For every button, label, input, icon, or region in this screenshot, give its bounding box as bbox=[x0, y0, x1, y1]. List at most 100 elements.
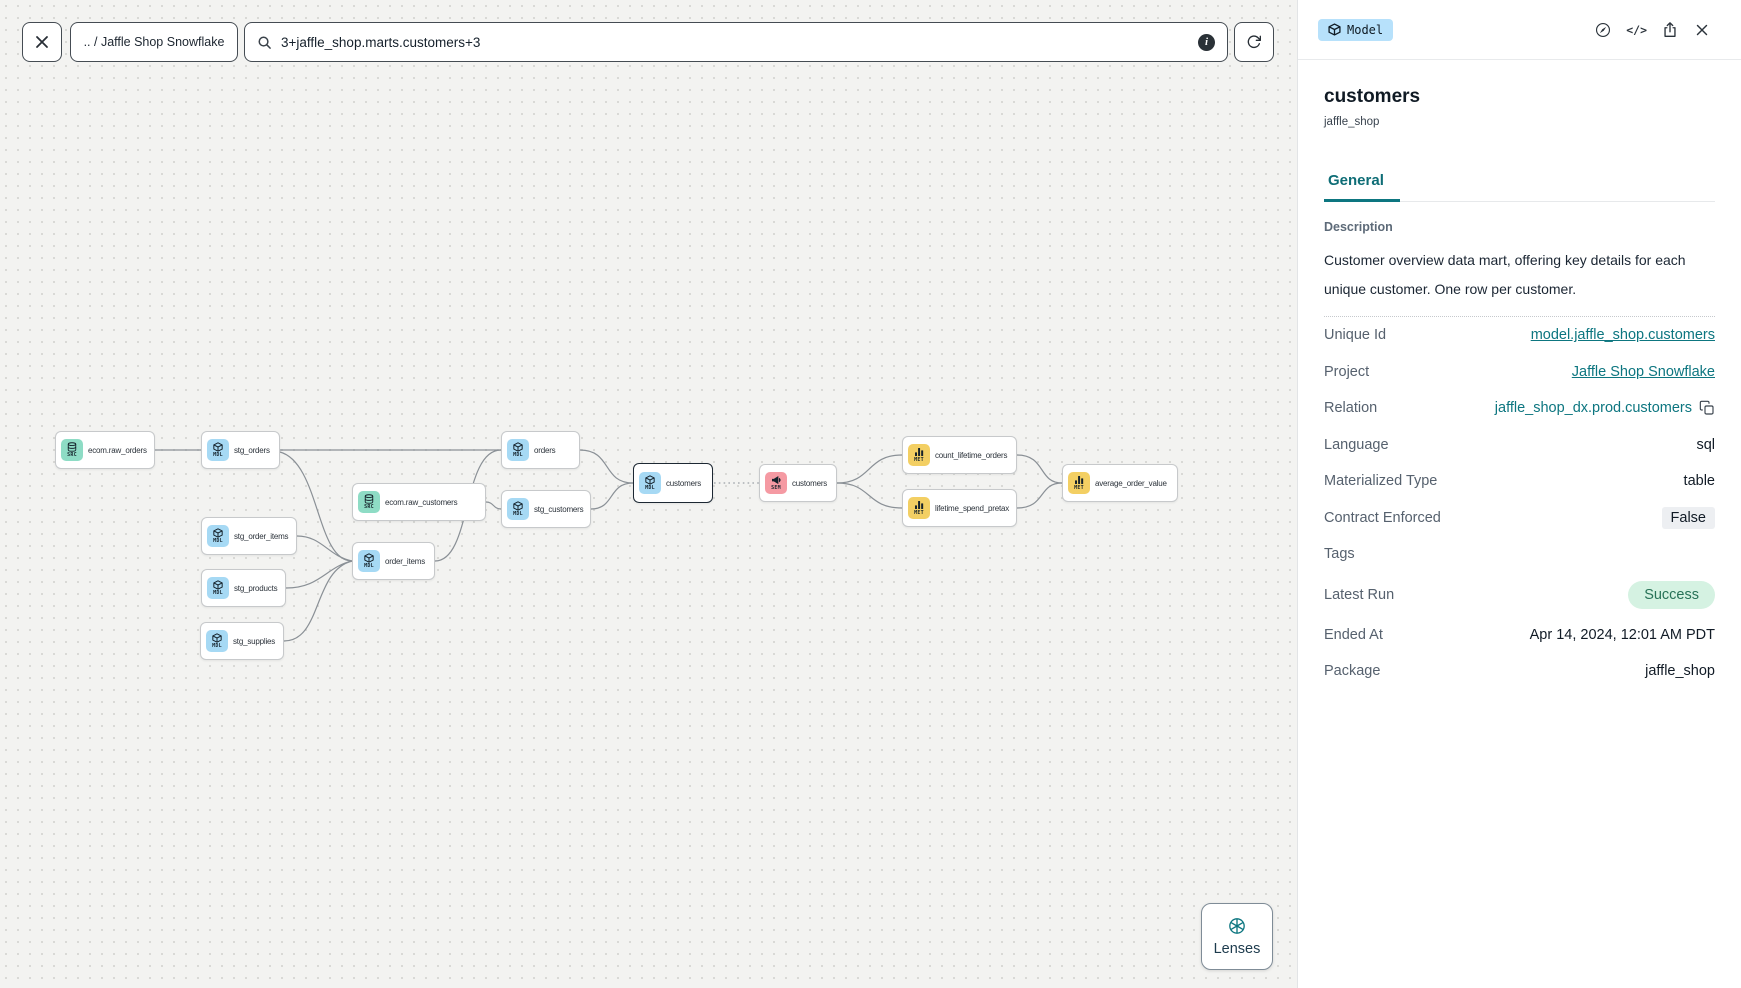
model-cube-icon: MDL bbox=[507, 439, 529, 461]
node-label: stg_order_items bbox=[234, 531, 289, 541]
refresh-button[interactable] bbox=[1234, 22, 1274, 62]
package-value: jaffle_shop bbox=[1645, 663, 1715, 680]
graph-node-customers-semantic[interactable]: SEM customers bbox=[759, 464, 837, 502]
ended-at-value: Apr 14, 2024, 12:01 AM PDT bbox=[1529, 626, 1715, 643]
graph-node-stg-products[interactable]: MDL stg_products bbox=[201, 569, 286, 607]
cube-icon bbox=[1328, 23, 1341, 36]
node-label: ecom.raw_customers bbox=[385, 497, 458, 507]
metric-bar-chart-icon: MET bbox=[908, 444, 930, 466]
metric-bar-chart-icon: MET bbox=[908, 497, 930, 519]
contract-enforced-badge: False bbox=[1661, 506, 1715, 529]
field-row-latest-run: Latest Run Success bbox=[1324, 573, 1715, 617]
language-value: sql bbox=[1696, 436, 1715, 453]
lineage-canvas[interactable]: SRC ecom.raw_orders MDL stg_orders SRC e… bbox=[0, 0, 1297, 988]
lineage-edges bbox=[155, 449, 1063, 642]
node-label: order_items bbox=[385, 556, 426, 566]
model-cube-icon: MDL bbox=[507, 498, 529, 520]
field-row-contract-enforced: Contract Enforced False bbox=[1324, 500, 1715, 537]
edge bbox=[283, 560, 353, 642]
lenses-aperture-icon bbox=[1229, 918, 1245, 934]
description-label: Description bbox=[1324, 220, 1393, 234]
field-row-package: Package jaffle_shop bbox=[1324, 663, 1715, 680]
project-link[interactable]: Jaffle Shop Snowflake bbox=[1571, 363, 1715, 380]
graph-node-stg-supplies[interactable]: MDL stg_supplies bbox=[200, 622, 284, 660]
field-row-language: Language sql bbox=[1324, 436, 1715, 453]
details-panel: Model </> customers jaffle_shop General … bbox=[1297, 0, 1741, 988]
field-row-unique-id: Unique Id model.jaffle_shop.customers bbox=[1324, 327, 1715, 344]
description-text: Customer overview data mart, offering ke… bbox=[1324, 252, 1686, 297]
latest-run-status-badge: Success bbox=[1628, 580, 1715, 609]
edge bbox=[836, 454, 903, 484]
relation-value: jaffle_shop_dx.prod.customers bbox=[1494, 400, 1692, 417]
lenses-label: Lenses bbox=[1213, 941, 1261, 957]
code-icon[interactable]: </> bbox=[1626, 22, 1647, 37]
edge bbox=[296, 535, 353, 562]
graph-node-lifetime-spend-pretax[interactable]: MET lifetime_spend_pretax bbox=[902, 489, 1017, 527]
semantic-megaphone-icon: SEM bbox=[765, 472, 787, 494]
lenses-button[interactable]: Lenses bbox=[1201, 903, 1273, 970]
graph-node-stg-customers[interactable]: MDL stg_customers bbox=[501, 490, 591, 528]
source-database-icon: SRC bbox=[61, 439, 83, 461]
breadcrumb[interactable]: .. / Jaffle Shop Snowflake bbox=[70, 22, 238, 62]
node-label: stg_orders bbox=[234, 445, 270, 455]
resource-type-badge: Model bbox=[1318, 18, 1394, 41]
field-row-tags: Tags bbox=[1324, 546, 1355, 563]
edge bbox=[485, 501, 502, 510]
field-row-relation: Relation jaffle_shop_dx.prod.customers bbox=[1324, 390, 1715, 427]
graph-node-ecom-raw-customers[interactable]: SRC ecom.raw_customers bbox=[352, 483, 486, 521]
model-cube-icon: MDL bbox=[358, 550, 380, 572]
graph-node-ecom-raw-orders[interactable]: SRC ecom.raw_orders bbox=[55, 431, 155, 469]
edge bbox=[836, 482, 903, 509]
tab-general[interactable]: General bbox=[1324, 172, 1400, 202]
graph-node-average-order-value[interactable]: MET average_order_value bbox=[1062, 464, 1178, 502]
edge bbox=[1016, 454, 1063, 484]
node-label: lifetime_spend_pretax bbox=[935, 503, 1010, 513]
field-row-project: Project Jaffle Shop Snowflake bbox=[1324, 363, 1715, 380]
panel-header: Model </> bbox=[1298, 0, 1741, 60]
node-label: customers bbox=[666, 478, 702, 488]
model-package-subtitle: jaffle_shop bbox=[1324, 116, 1380, 128]
node-label: stg_products bbox=[234, 583, 278, 593]
refresh-icon bbox=[1247, 35, 1261, 49]
graph-node-stg-order-items[interactable]: MDL stg_order_items bbox=[201, 517, 297, 555]
close-panel-icon[interactable] bbox=[1693, 21, 1711, 39]
lineage-search-bar: i bbox=[244, 22, 1228, 62]
node-label: orders bbox=[534, 445, 556, 455]
graph-node-stg-orders[interactable]: MDL stg_orders bbox=[201, 431, 280, 469]
panel-tabs: General bbox=[1324, 172, 1715, 202]
node-label: count_lifetime_orders bbox=[935, 450, 1008, 460]
model-cube-icon: MDL bbox=[207, 525, 229, 547]
unique-id-link[interactable]: model.jaffle_shop.customers bbox=[1530, 327, 1715, 344]
edge bbox=[1016, 482, 1063, 509]
search-icon bbox=[258, 36, 271, 49]
field-row-ended-at: Ended At Apr 14, 2024, 12:01 AM PDT bbox=[1324, 626, 1715, 643]
graph-node-count-lifetime-orders[interactable]: MET count_lifetime_orders bbox=[902, 436, 1017, 474]
divider bbox=[1324, 316, 1715, 317]
explore-compass-icon[interactable] bbox=[1594, 21, 1612, 39]
close-lineage-button[interactable] bbox=[22, 22, 62, 62]
node-label: average_order_value bbox=[1095, 478, 1167, 488]
graph-node-customers-selected[interactable]: MDL customers bbox=[633, 463, 713, 503]
source-database-icon: SRC bbox=[358, 491, 380, 513]
model-cube-icon: MDL bbox=[206, 630, 228, 652]
share-icon[interactable] bbox=[1661, 21, 1679, 39]
node-label: ecom.raw_orders bbox=[88, 445, 147, 455]
graph-node-order-items[interactable]: MDL order_items bbox=[352, 542, 435, 580]
model-cube-icon: MDL bbox=[207, 577, 229, 599]
edge bbox=[579, 449, 634, 484]
close-icon bbox=[36, 36, 48, 48]
info-icon[interactable]: i bbox=[1198, 33, 1215, 51]
selector-search-input[interactable] bbox=[281, 34, 1189, 50]
copy-icon[interactable] bbox=[1699, 400, 1715, 416]
field-row-materialized-type: Materialized Type table bbox=[1324, 473, 1715, 490]
model-cube-icon: MDL bbox=[207, 439, 229, 461]
materialized-type-value: table bbox=[1683, 473, 1715, 490]
node-label: stg_supplies bbox=[233, 636, 276, 646]
edge bbox=[590, 482, 634, 510]
graph-node-orders[interactable]: MDL orders bbox=[501, 431, 580, 469]
node-label: stg_customers bbox=[534, 504, 584, 514]
metric-bar-chart-icon: MET bbox=[1068, 472, 1090, 494]
model-title: customers bbox=[1324, 86, 1421, 107]
node-label: customers bbox=[792, 478, 828, 488]
model-cube-icon: MDL bbox=[639, 472, 661, 494]
